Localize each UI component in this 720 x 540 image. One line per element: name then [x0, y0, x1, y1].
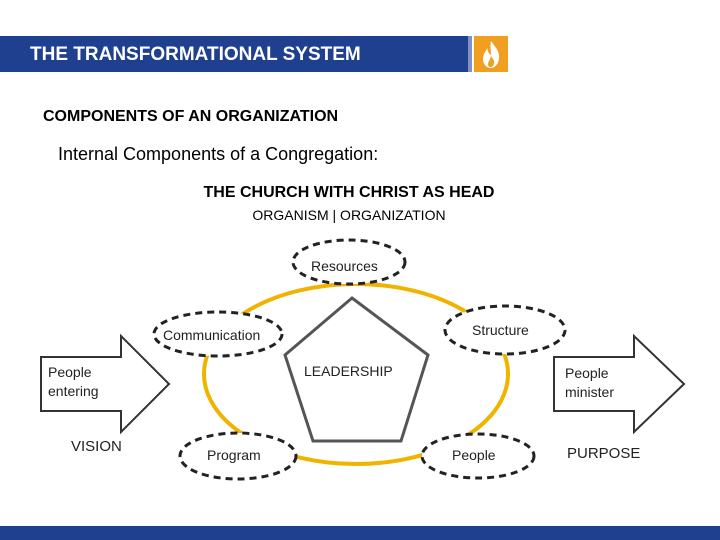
people-label: People	[452, 447, 496, 463]
structure-node	[443, 304, 567, 356]
output-arrow	[553, 333, 686, 435]
people-node	[420, 432, 536, 480]
program-node	[178, 431, 298, 481]
church-subtitle: ORGANISM | ORGANIZATION	[252, 207, 446, 223]
resources-node	[291, 238, 407, 286]
footer-bar	[0, 526, 720, 540]
header-bar	[0, 36, 470, 72]
flame-icon	[474, 36, 508, 72]
leadership-label: LEADERSHIP	[304, 363, 393, 379]
header-title: THE TRANSFORMATIONAL SYSTEM	[30, 44, 361, 65]
leadership-pentagon	[283, 296, 430, 443]
input-arrow-label: People entering	[48, 364, 99, 399]
communication-label: Communication	[163, 327, 261, 343]
church-title: THE CHURCH WITH CHRIST AS HEAD	[203, 184, 495, 201]
header-divider	[468, 36, 472, 72]
purpose-label: PURPOSE	[567, 445, 641, 462]
cycle-ring	[202, 282, 510, 466]
communication-node	[152, 310, 284, 358]
intro-text: Internal Components of a Congregation:	[58, 144, 379, 164]
vision-label: VISION	[71, 438, 122, 455]
input-arrow	[40, 333, 171, 435]
resources-label: Resources	[311, 258, 378, 274]
output-arrow-label: People minister	[565, 365, 615, 400]
section-subtitle: COMPONENTS OF AN ORGANIZATION	[43, 108, 339, 125]
program-label: Program	[207, 447, 261, 463]
structure-label: Structure	[472, 322, 529, 338]
